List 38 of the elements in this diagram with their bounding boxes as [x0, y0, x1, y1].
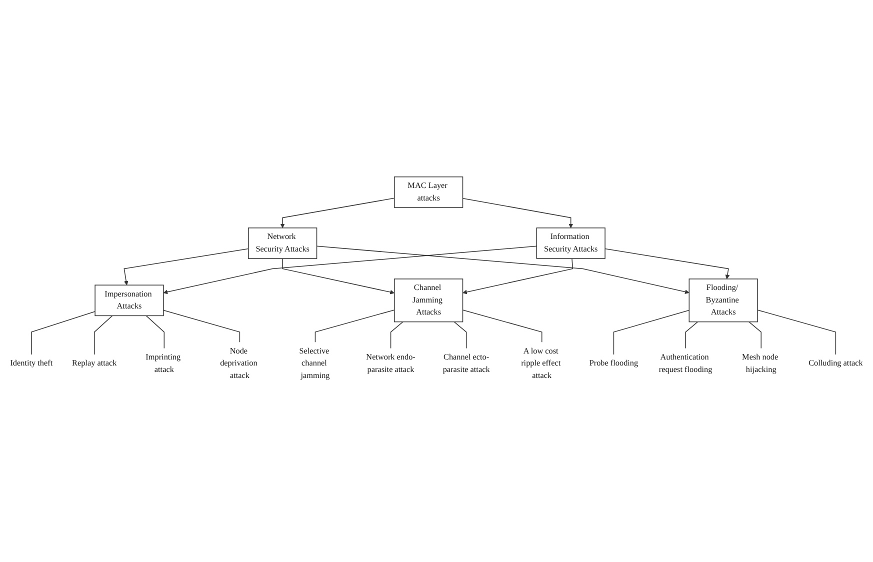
connector — [613, 310, 690, 355]
arrow — [462, 198, 574, 228]
node-text: Selective channel jamming — [299, 346, 330, 380]
arrow — [462, 258, 574, 294]
node-text: Mesh node hijacking — [742, 352, 778, 374]
connector — [390, 321, 404, 349]
node-box: Channel Jamming Attacks — [394, 278, 464, 322]
node-text: Network endo-parasite attack — [366, 352, 416, 374]
arrow — [280, 198, 395, 228]
node-text: Imprinting attack — [146, 352, 181, 374]
node-text: Colluding attack — [808, 359, 863, 368]
connector — [748, 321, 762, 349]
connector — [31, 311, 96, 355]
node-text: A low cost ripple effect attack — [521, 346, 561, 380]
arrow — [163, 246, 538, 294]
node-box: Flooding/ Byzantine Attacks — [688, 278, 758, 322]
connector — [454, 321, 467, 349]
node-box: Information Security Attacks — [536, 228, 606, 259]
node-text: Identity theft — [10, 359, 53, 368]
node-text: Probe flooding — [589, 359, 638, 368]
connector — [462, 310, 542, 343]
node-text: Replay attack — [72, 359, 117, 368]
node-box: Network Security Attacks — [248, 228, 318, 259]
connector — [163, 310, 240, 343]
arrow — [124, 248, 249, 286]
node-text: Authentication request flooding — [658, 352, 712, 374]
arrow — [604, 248, 730, 280]
node-box: Impersonation Attacks — [94, 284, 164, 316]
node-text: Node deprivation attack — [220, 346, 258, 380]
arrow — [316, 246, 690, 294]
connector — [314, 310, 395, 343]
node-text: Channel ecto-parasite attack — [442, 352, 490, 374]
arrow — [282, 258, 395, 294]
connector — [146, 315, 165, 349]
node-box: MAC Layer attacks — [394, 176, 464, 208]
connector — [685, 321, 698, 349]
connector — [94, 315, 113, 355]
connector — [757, 310, 836, 355]
